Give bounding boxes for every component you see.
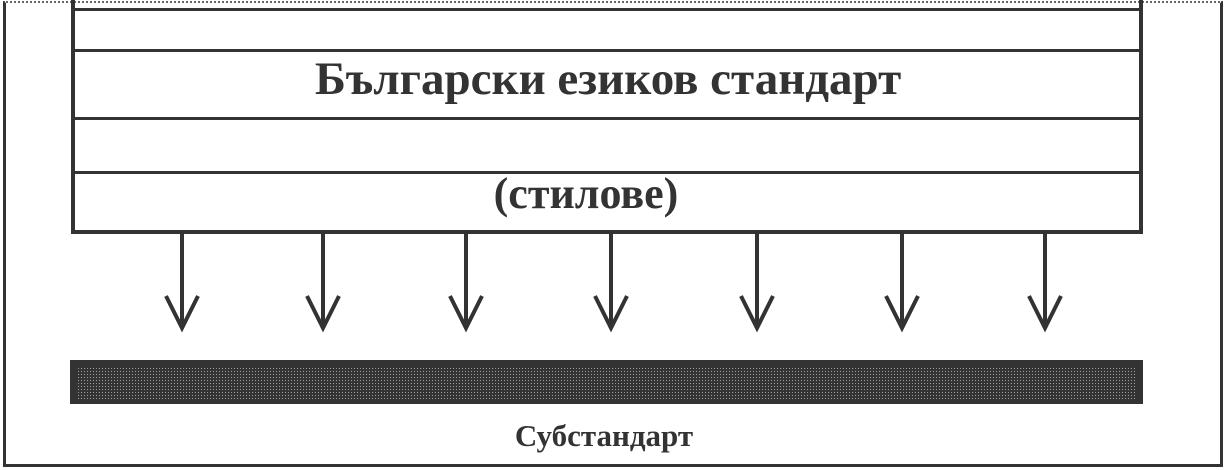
- down-arrow-icon: [739, 234, 775, 333]
- divider-line: [75, 49, 1139, 52]
- down-arrow-icon: [448, 234, 484, 333]
- outer-frame: [3, 1, 1223, 467]
- standard-title: Български езиков стандарт: [314, 53, 902, 105]
- divider-line: [75, 8, 1139, 11]
- down-arrow-icon: [305, 234, 341, 333]
- substandard-bar: [70, 360, 1143, 404]
- down-arrow-icon: [593, 234, 629, 333]
- divider-line: [75, 171, 1139, 174]
- down-arrow-icon: [884, 234, 920, 333]
- divider-line: [75, 117, 1139, 120]
- down-arrow-icon: [164, 234, 200, 333]
- down-arrow-icon: [1027, 234, 1063, 333]
- styles-label: (стилове): [493, 169, 679, 218]
- standard-box: [71, 0, 1143, 234]
- substandard-label: Субстандарт: [514, 418, 694, 453]
